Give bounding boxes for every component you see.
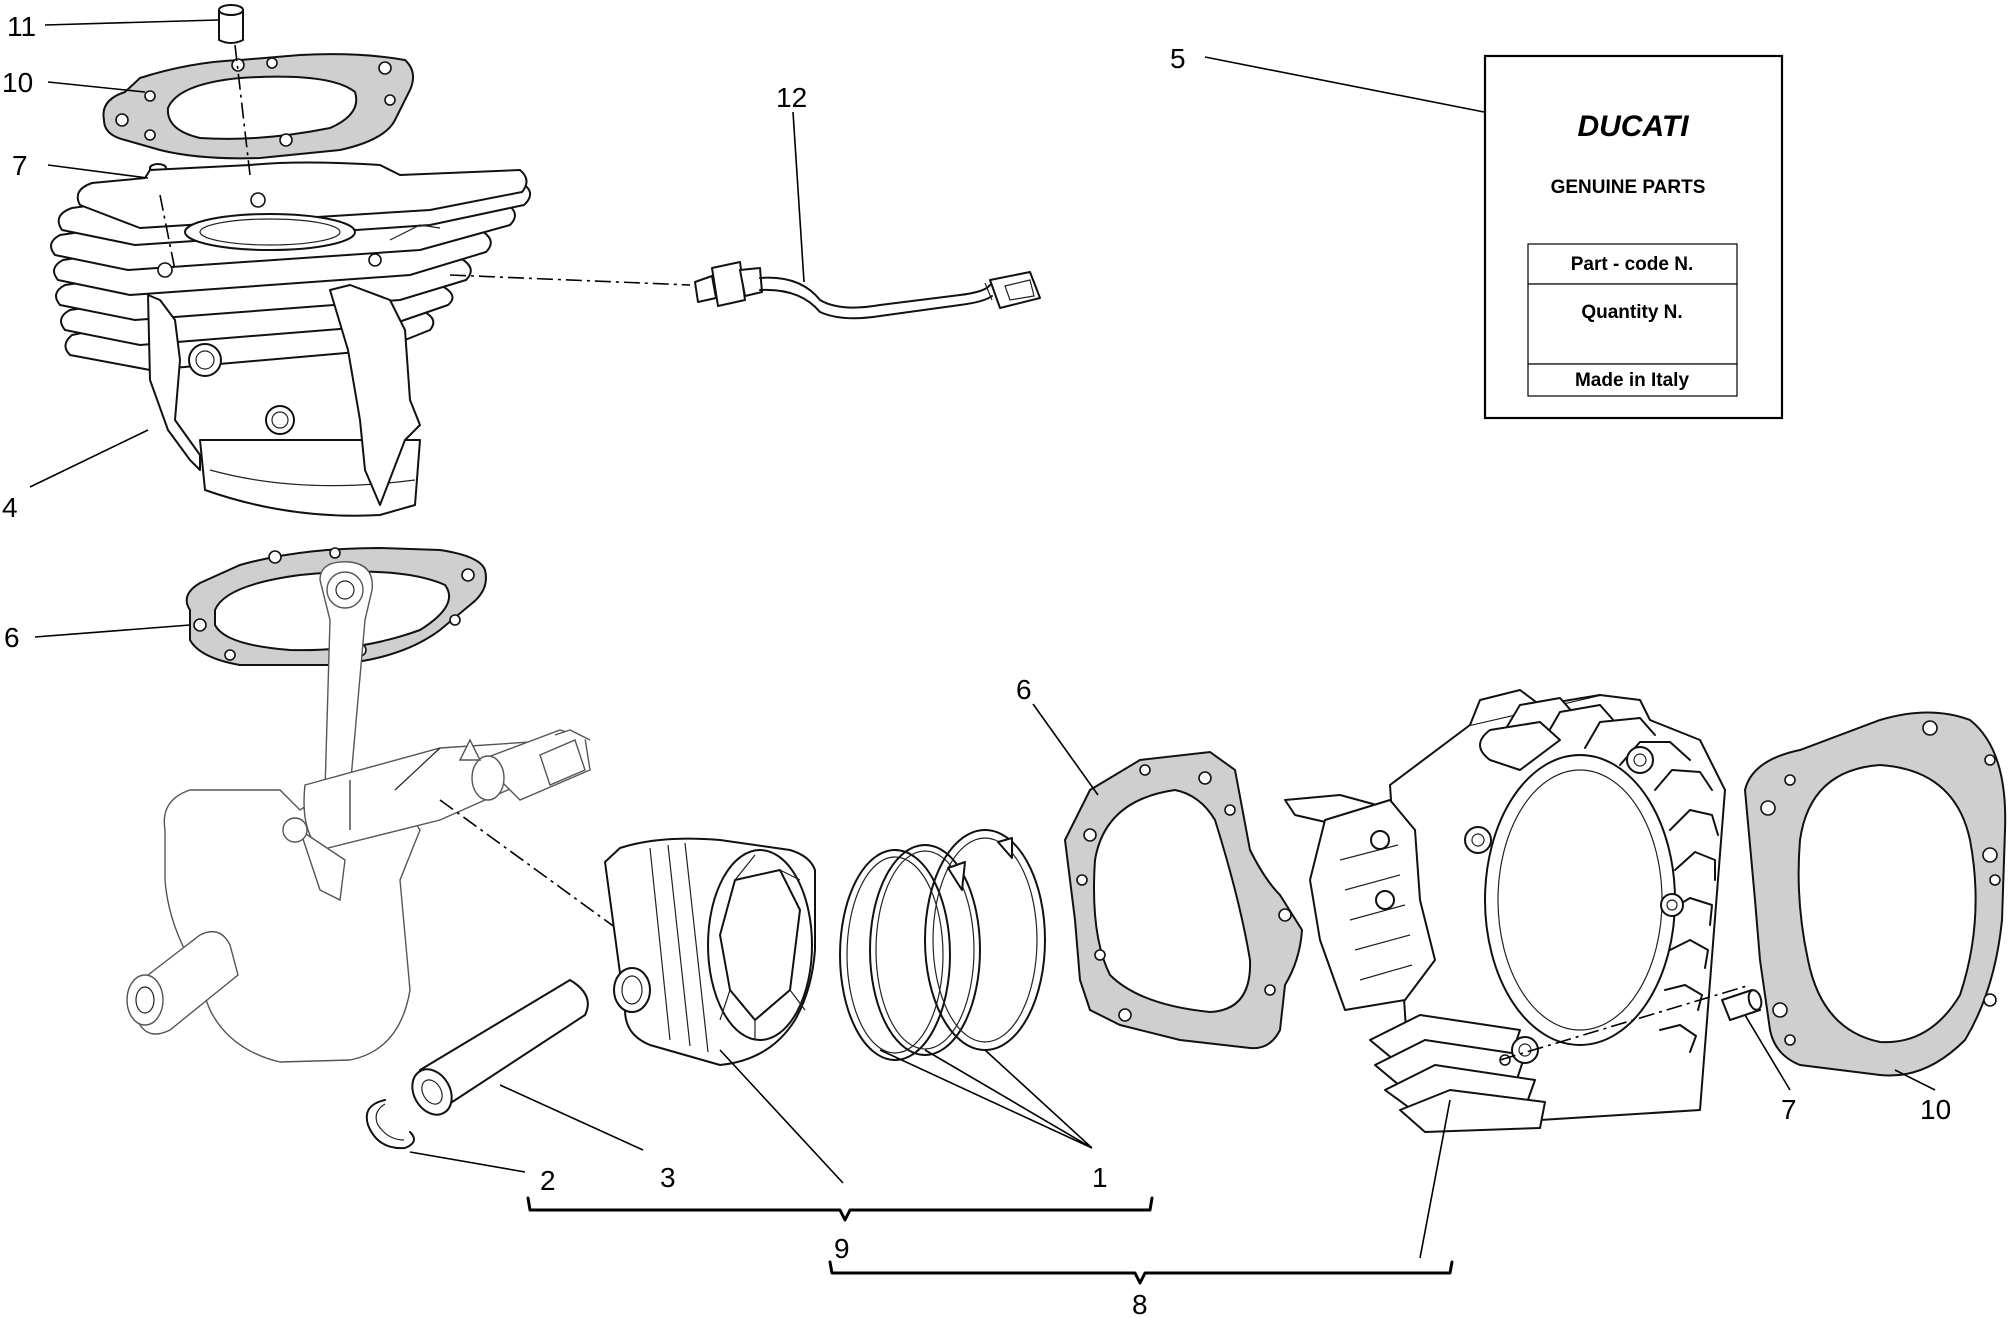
callout-7-top: 7 [12,150,28,181]
axis-sensor-to-cylinder [449,274,691,286]
leader-lines [29,19,1936,1259]
crankshaft-assembly [126,561,591,1063]
callout-10-top: 10 [2,67,33,98]
cylinder-top-left [50,161,531,517]
brace-assembly-8 [828,1260,1454,1285]
callout-12: 12 [776,82,807,113]
callout-10-right: 10 [1920,1094,1951,1125]
axis-dowel-to-cylinder [1499,984,1751,1061]
circlip [365,1099,415,1150]
cylinder-right [1284,689,1726,1133]
callout-9: 9 [834,1233,850,1264]
piston-rings [839,829,1046,1061]
temperature-sensor [694,261,1041,320]
base-gasket-right [1063,750,1304,1050]
dowel-pin-right [1721,989,1763,1021]
callout-8: 8 [1132,1289,1148,1318]
piston-pin [411,979,589,1116]
callout-3: 3 [660,1162,676,1193]
brace-assembly-9 [526,1196,1154,1222]
callout-1: 1 [1092,1162,1108,1193]
piston [604,837,816,1066]
origin-field: Made in Italy [1575,370,1689,391]
callout-6-right: 6 [1016,674,1032,705]
axis-top-stack [159,44,251,271]
callout-2: 2 [540,1165,556,1196]
head-gasket-top [102,53,415,160]
part-code-field: Part - code N. [1571,254,1693,275]
head-gasket-right [1743,711,2007,1077]
callout-11: 11 [7,11,36,42]
dowel-sleeve-top [218,4,244,44]
label-heading: GENUINE PARTS [1551,177,1706,198]
brand-logo-text: DUCATI [1577,110,1689,143]
genuine-parts-label: DUCATI GENUINE PARTS Part - code N. Quan… [1483,54,1784,420]
callout-6-left: 6 [4,622,20,653]
callout-4: 4 [2,492,18,523]
callout-5: 5 [1170,43,1186,74]
callout-7-right: 7 [1781,1094,1797,1125]
quantity-field: Quantity N. [1581,302,1682,323]
